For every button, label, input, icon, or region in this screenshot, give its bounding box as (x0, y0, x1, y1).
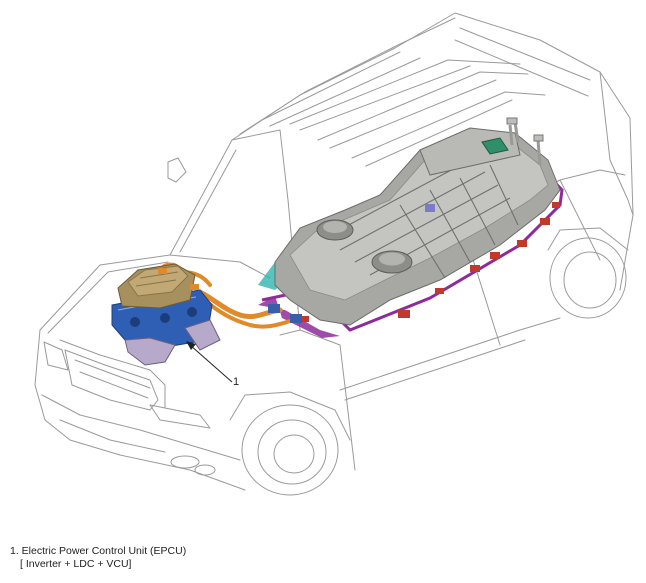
epcu-assembly (111, 263, 221, 366)
callout-1: 1 (186, 341, 239, 388)
cable-connectors (268, 304, 302, 323)
legend: 1. Electric Power Control Unit (EPCU) [ … (10, 545, 186, 571)
callout-number: 1 (233, 376, 239, 388)
legend-line-1: 1. Electric Power Control Unit (EPCU) (10, 545, 187, 557)
high-voltage-battery-pack (258, 117, 564, 338)
legend-line-2: [ Inverter + LDC + VCU] (20, 558, 132, 570)
vehicle-hv-system-diagram: 1 (34, 12, 634, 496)
